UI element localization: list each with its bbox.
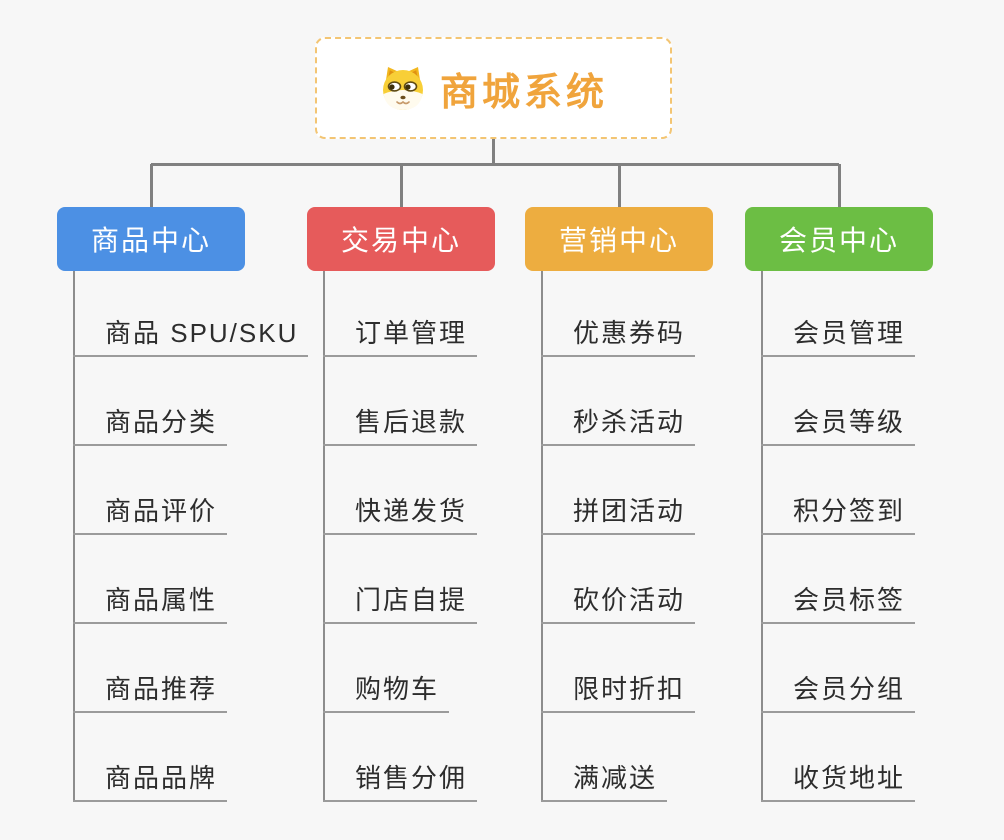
leaf-node-bargain-activity[interactable]: 砍价活动 <box>541 585 696 624</box>
branch-node-product-center[interactable]: 商品中心 <box>57 207 245 271</box>
leaf-node-product-attribute[interactable]: 商品属性 <box>73 585 228 624</box>
leaf-node-sales-commission[interactable]: 销售分佣 <box>323 763 478 802</box>
branch-node-marketing-center[interactable]: 营销中心 <box>525 207 713 271</box>
leaf-node-limited-time-discount[interactable]: 限时折扣 <box>541 674 696 713</box>
leaf-node-member-tags[interactable]: 会员标签 <box>761 585 916 624</box>
leaf-node-product-review[interactable]: 商品评价 <box>73 496 228 535</box>
branch-column-product: 商品中心 商品 SPU/SKU 商品分类 商品评价 商品属性 商品推荐 商品品牌 <box>57 207 309 840</box>
leaf-node-group-buy[interactable]: 拼团活动 <box>541 496 696 535</box>
leaf-node-member-management[interactable]: 会员管理 <box>761 318 916 357</box>
root-node-mall-system[interactable]: 商城系统 <box>315 37 672 139</box>
leaf-node-spend-and-save[interactable]: 满减送 <box>541 763 668 802</box>
leaf-node-member-level[interactable]: 会员等级 <box>761 407 916 446</box>
leaf-node-order-management[interactable]: 订单管理 <box>323 318 478 357</box>
leaf-node-product-recommend[interactable]: 商品推荐 <box>73 674 228 713</box>
connector-horizontal-bus <box>151 163 839 166</box>
leaf-node-shipping-address[interactable]: 收货地址 <box>761 763 916 802</box>
connector-drop-marketing <box>618 164 621 207</box>
connector-drop-product <box>150 164 153 207</box>
root-title: 商城系统 <box>439 71 608 114</box>
branch-column-marketing: 营销中心 优惠券码 秒杀活动 拼团活动 砍价活动 限时折扣 满减送 <box>525 207 713 840</box>
branch-trunk-line <box>541 271 543 800</box>
branch-trunk-line <box>761 271 763 800</box>
leaf-node-flash-sale[interactable]: 秒杀活动 <box>541 407 696 446</box>
leaf-node-store-pickup[interactable]: 门店自提 <box>323 585 478 624</box>
connector-root-stub <box>492 139 495 164</box>
leaf-node-product-spu-sku[interactable]: 商品 SPU/SKU <box>73 318 309 357</box>
leaf-node-product-category[interactable]: 商品分类 <box>73 407 228 446</box>
branch-column-trade: 交易中心 订单管理 售后退款 快递发货 门店自提 购物车 销售分佣 <box>307 207 495 840</box>
branch-node-trade-center[interactable]: 交易中心 <box>307 207 495 271</box>
branch-trunk-line <box>323 271 325 800</box>
leaf-node-coupon-code[interactable]: 优惠券码 <box>541 318 696 357</box>
leaf-node-shopping-cart[interactable]: 购物车 <box>323 674 450 713</box>
leaf-node-product-brand[interactable]: 商品品牌 <box>73 763 228 802</box>
connector-drop-member <box>838 164 841 207</box>
leaf-node-express-delivery[interactable]: 快递发货 <box>323 496 478 535</box>
branch-trunk-line <box>73 271 75 800</box>
dog-face-icon <box>382 67 423 110</box>
connector-drop-trade <box>400 164 403 207</box>
branch-node-member-center[interactable]: 会员中心 <box>745 207 933 271</box>
branch-column-member: 会员中心 会员管理 会员等级 积分签到 会员标签 会员分组 收货地址 <box>745 207 933 840</box>
leaf-node-member-groups[interactable]: 会员分组 <box>761 674 916 713</box>
leaf-node-after-sale-refund[interactable]: 售后退款 <box>323 407 478 446</box>
leaf-node-points-checkin[interactable]: 积分签到 <box>761 496 916 535</box>
